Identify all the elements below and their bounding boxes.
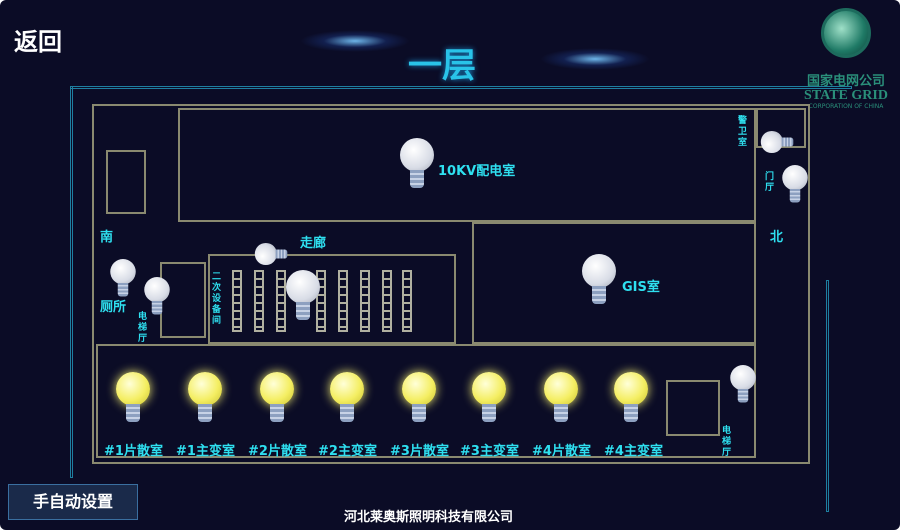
globe-icon	[821, 8, 871, 58]
light-bulb-icon[interactable]	[254, 242, 291, 266]
wall-transformers	[96, 344, 756, 458]
room-label: #2主变室	[318, 444, 377, 459]
light-bulb-icon[interactable]	[582, 254, 616, 310]
room-label: GIS室	[622, 280, 660, 295]
light-bulb-icon[interactable]	[188, 372, 222, 428]
state-grid-logo: 国家电网公司 STATE GRID CORPORATION OF CHINA	[800, 8, 892, 110]
room-label: 警卫室	[738, 116, 748, 148]
wall-10kv	[178, 108, 756, 222]
light-bulb-icon[interactable]	[730, 365, 756, 407]
rack	[276, 270, 286, 332]
direction-north: 北	[770, 230, 784, 245]
room-label: #3片散室	[390, 444, 449, 459]
logo-sub: CORPORATION OF CHINA	[808, 103, 884, 110]
light-bulb-icon[interactable]	[614, 372, 648, 428]
room-label: 厕所	[100, 300, 127, 315]
room-label: 二次设备间	[212, 272, 222, 326]
rack	[254, 270, 264, 332]
room-label: 10KV配电室	[438, 164, 516, 179]
room-label: #4主变室	[604, 444, 663, 459]
wall-stair2	[666, 380, 720, 436]
room-label: #3主变室	[460, 444, 519, 459]
light-bulb-icon[interactable]	[782, 165, 808, 207]
light-bulb-icon[interactable]	[286, 270, 320, 326]
wall-secondary	[208, 254, 456, 344]
light-bulb-icon[interactable]	[760, 130, 797, 154]
wall-shaft	[106, 150, 146, 214]
room-label: 电梯厅	[138, 312, 148, 344]
rack	[402, 270, 412, 332]
rack	[338, 270, 348, 332]
room-label: 走廊	[300, 236, 327, 251]
rack	[382, 270, 392, 332]
room-label: #1片散室	[104, 444, 163, 459]
manual-auto-settings-button[interactable]: 手自动设置	[8, 484, 138, 520]
light-glow	[300, 30, 410, 52]
light-bulb-icon[interactable]	[144, 277, 170, 319]
logo-cn: 国家电网公司	[806, 74, 885, 89]
room-label: 门厅	[765, 172, 775, 193]
rack	[232, 270, 242, 332]
light-glow	[540, 48, 650, 70]
room-label: 电梯厅	[722, 426, 732, 458]
light-bulb-icon[interactable]	[116, 372, 150, 428]
light-bulb-icon[interactable]	[472, 372, 506, 428]
frame-line	[70, 86, 73, 478]
rack	[360, 270, 370, 332]
direction-south: 南	[100, 230, 114, 245]
company-name: 河北莱奥斯照明科技有限公司	[344, 510, 514, 525]
room-label: #1主变室	[176, 444, 235, 459]
light-bulb-icon[interactable]	[400, 138, 434, 194]
light-bulb-icon[interactable]	[402, 372, 436, 428]
frame-line	[826, 280, 829, 512]
outer-wall	[92, 104, 810, 464]
page-title: 一层	[408, 46, 476, 86]
logo-en: STATE GRID	[804, 88, 888, 103]
rack	[316, 270, 326, 332]
room-label: #2片散室	[248, 444, 307, 459]
light-bulb-icon[interactable]	[110, 259, 136, 301]
light-bulb-icon[interactable]	[330, 372, 364, 428]
light-bulb-icon[interactable]	[260, 372, 294, 428]
wall-gis	[472, 222, 756, 344]
light-bulb-icon[interactable]	[544, 372, 578, 428]
room-label: #4片散室	[532, 444, 591, 459]
back-button[interactable]: 返回	[14, 28, 62, 56]
